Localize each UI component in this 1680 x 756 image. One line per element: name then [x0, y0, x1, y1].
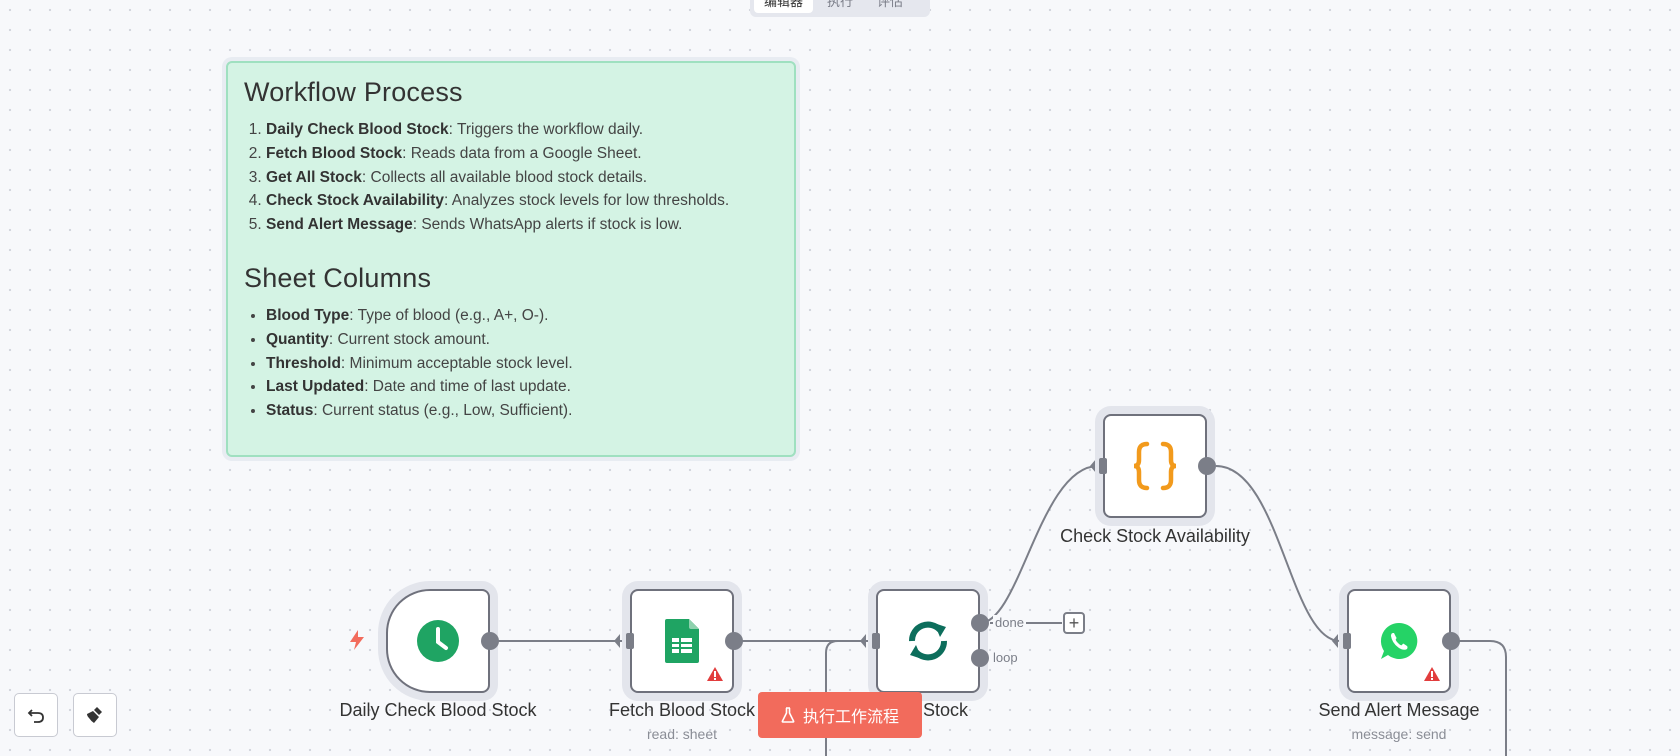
undo-icon: [27, 709, 44, 723]
note-heading-process: Workflow Process: [244, 77, 463, 107]
list-item: Send Alert Message: Sends WhatsApp alert…: [266, 213, 778, 237]
warning-icon[interactable]: [706, 666, 724, 686]
google-sheets-icon: [665, 619, 699, 663]
loop-icon: [908, 621, 948, 661]
node-get-all-stock[interactable]: [876, 589, 980, 693]
port-label-loop: loop: [993, 650, 1018, 665]
view-tabs: 编辑器 执行 评估: [750, 0, 930, 17]
code-braces-icon: [1133, 441, 1177, 491]
input-port[interactable]: [1343, 633, 1351, 649]
output-port-done[interactable]: [971, 614, 989, 632]
output-port-loop[interactable]: [971, 649, 989, 667]
node-label: Daily Check Blood Stock: [339, 700, 537, 720]
node-label: Send Alert Message: [1318, 700, 1480, 720]
list-item: Fetch Blood Stock: Reads data from a Goo…: [266, 142, 778, 166]
output-port[interactable]: [481, 632, 499, 650]
execute-workflow-button[interactable]: 执行工作流程: [758, 692, 922, 738]
flask-icon: [781, 707, 795, 723]
output-port[interactable]: [1198, 457, 1216, 475]
tab-executions[interactable]: 执行: [827, 0, 854, 9]
trigger-bolt-icon: [348, 629, 366, 656]
input-port[interactable]: [872, 633, 880, 649]
clock-icon: [417, 620, 459, 662]
list-item: Get All Stock: Collects all available bl…: [266, 166, 778, 190]
list-item: Blood Type: Type of blood (e.g., A+, O-)…: [266, 304, 778, 328]
whatsapp-icon: [1380, 622, 1418, 659]
node-send-alert-message[interactable]: [1347, 589, 1451, 693]
tab-evaluations[interactable]: 评估: [877, 0, 904, 9]
node-daily-check-blood-stock[interactable]: [386, 589, 490, 693]
list-item: Daily Check Blood Stock: Triggers the wo…: [266, 118, 778, 142]
input-port[interactable]: [626, 633, 634, 649]
warning-icon[interactable]: [1423, 666, 1441, 686]
node-check-stock-availability[interactable]: [1103, 414, 1207, 518]
execute-workflow-label: 执行工作流程: [802, 709, 899, 726]
add-node-button[interactable]: +: [1063, 612, 1085, 634]
process-steps-list: Daily Check Blood Stock: Triggers the wo…: [244, 118, 778, 237]
input-port[interactable]: [1099, 458, 1107, 474]
list-item: Status: Current status (e.g., Low, Suffi…: [266, 399, 778, 423]
undo-button[interactable]: [14, 693, 58, 737]
node-label: ll Stock: [910, 700, 969, 720]
list-item: Last Updated: Date and time of last upda…: [266, 375, 778, 399]
output-port[interactable]: [1442, 632, 1460, 650]
node-label: Fetch Blood Stock: [608, 700, 756, 720]
list-item: Threshold: Minimum acceptable stock leve…: [266, 352, 778, 376]
list-item: Quantity: Current stock amount.: [266, 328, 778, 352]
note-heading-columns: Sheet Columns: [244, 262, 432, 293]
sticky-note[interactable]: Workflow Process Daily Check Blood Stock…: [226, 61, 796, 457]
node-subtitle: message: send: [1351, 726, 1447, 742]
broom-icon: [87, 707, 102, 723]
node-fetch-blood-stock[interactable]: [630, 589, 734, 693]
tab-editor[interactable]: 编辑器: [754, 0, 814, 13]
output-port[interactable]: [725, 632, 743, 650]
port-label-done: done: [993, 615, 1026, 630]
list-item: Check Stock Availability: Analyzes stock…: [266, 189, 778, 213]
tidy-up-button[interactable]: [73, 693, 117, 737]
node-label: Check Stock Availability: [1060, 526, 1250, 546]
node-subtitle: read: sheet: [646, 726, 718, 742]
sheet-columns-list: Blood Type: Type of blood (e.g., A+, O-)…: [244, 304, 778, 423]
